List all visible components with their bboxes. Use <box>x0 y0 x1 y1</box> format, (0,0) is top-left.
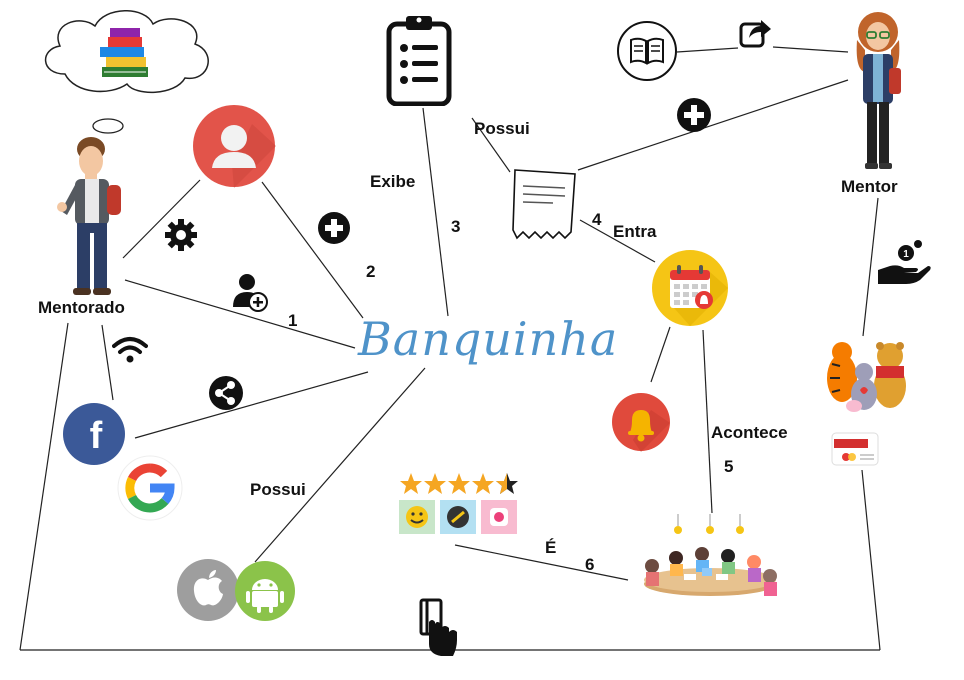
calendar-icon <box>650 248 730 328</box>
user-avatar-icon <box>192 104 276 188</box>
bell-icon <box>611 392 671 452</box>
step-number: 1 <box>288 311 298 330</box>
edge-label-possui-top: Possui <box>474 119 530 138</box>
coin-hand-icon: 1 <box>876 238 932 288</box>
contactless-card-icon <box>417 598 459 658</box>
svg-text:1: 1 <box>903 249 909 260</box>
edge-label-possui-bottom: Possui <box>250 480 306 499</box>
apple-icon[interactable] <box>176 558 240 622</box>
edge-label-acontece: Acontece <box>711 423 788 442</box>
mentor-label: Mentor <box>841 177 898 196</box>
edge-label-entra: Entra <box>613 222 657 241</box>
google-icon[interactable] <box>117 455 183 521</box>
svg-text:f: f <box>90 415 103 457</box>
facebook-icon[interactable]: f <box>62 402 126 466</box>
step-number: 4 <box>592 210 602 229</box>
plus-circle-icon <box>317 211 351 245</box>
share-export-icon <box>739 16 773 48</box>
wifi-icon <box>112 336 148 364</box>
step-number: 5 <box>724 457 734 476</box>
add-user-icon <box>233 273 269 313</box>
step-number: 2 <box>366 262 376 281</box>
meeting-table-illustration <box>632 514 784 610</box>
gear-icon <box>163 217 199 253</box>
thought-bubble <box>91 117 125 135</box>
share-icon <box>208 375 244 411</box>
android-icon[interactable] <box>234 560 296 622</box>
credit-card-icon <box>830 431 880 467</box>
mentee-label: Mentorado <box>38 298 125 317</box>
step-number: 3 <box>451 217 461 236</box>
books-stack-icon <box>96 25 152 81</box>
step-number: 6 <box>585 555 595 574</box>
cartoon-friends-illustration <box>820 338 916 418</box>
mentee-character <box>55 133 135 298</box>
edge-label-e: É <box>545 538 557 557</box>
receipt-icon <box>509 166 581 246</box>
edge-label-exibe: Exibe <box>370 172 416 191</box>
mentor-character <box>843 10 913 175</box>
plus-circle-icon <box>676 97 712 133</box>
rating-stars-icon <box>400 472 520 498</box>
clipboard-list-icon <box>386 14 452 106</box>
brand-logo: Banquinha <box>358 312 619 366</box>
reaction-emoji-icon <box>399 500 519 536</box>
open-book-icon <box>616 20 678 82</box>
